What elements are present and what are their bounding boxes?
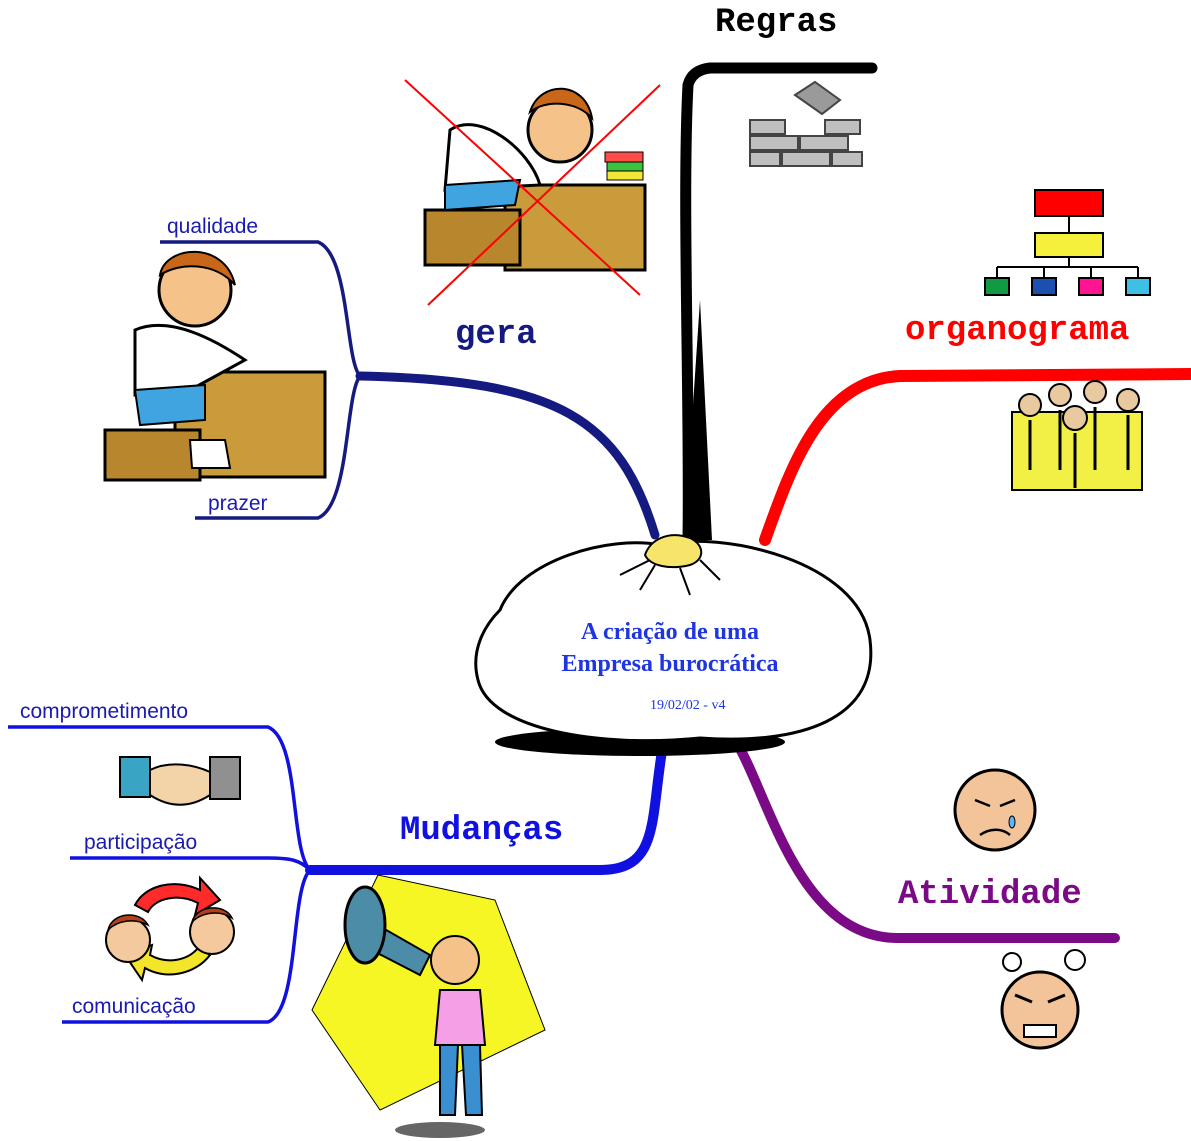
communication-cycle-icon — [105, 875, 235, 983]
central-topic-title: A criação de uma Empresa burocrática — [545, 616, 795, 680]
central-topic-title-line2: Empresa burocrática — [561, 651, 779, 677]
handshake-icon — [119, 756, 241, 806]
subbranch-label-participacao: participação — [84, 831, 198, 854]
businessmen-group-icon — [1011, 380, 1143, 491]
branch-label-regras: Regras — [715, 4, 838, 42]
branch-line-gera — [355, 371, 660, 540]
branch-label-atividade: Atividade — [898, 876, 1082, 914]
branch-line-atividade — [733, 740, 1120, 944]
subbranch-line-comprometimento — [8, 725, 312, 872]
subbranch-label-comunicacao: comunicação — [72, 995, 196, 1018]
writing-student-icon — [103, 250, 327, 482]
branch-line-organograma — [759, 368, 1191, 546]
branch-label-organograma: organograma — [905, 312, 1130, 350]
subbranch-label-comprometimento: comprometimento — [20, 700, 189, 723]
subbranch-line-prazer — [195, 374, 362, 520]
org-chart-icon — [984, 189, 1151, 296]
branch-line-regras — [680, 62, 878, 546]
crying-face-icon — [953, 768, 1037, 852]
crossed-out-student-icon — [404, 79, 661, 306]
branch-label-mudancas: Mudanças — [400, 812, 564, 850]
brick-wall-icon — [749, 80, 863, 167]
central-topic-title-line1: A criação de uma — [581, 619, 759, 645]
subbranch-label-qualidade: qualidade — [167, 215, 259, 238]
branch-line-regras-taper — [684, 300, 712, 540]
angry-face-icon — [1000, 949, 1086, 1050]
branch-label-gera: gera — [455, 316, 537, 354]
central-sack — [474, 534, 873, 756]
branch-line-mudancas — [305, 740, 668, 875]
central-topic-date: 19/02/02 - v4 — [650, 698, 726, 713]
subbranch-line-comunicacao — [62, 868, 312, 1024]
subbranch-line-qualidade — [160, 240, 362, 378]
subbranch-line-participacao — [70, 856, 312, 872]
subbranch-label-prazer: prazer — [208, 492, 268, 515]
megaphone-girl-icon — [311, 874, 546, 1138]
